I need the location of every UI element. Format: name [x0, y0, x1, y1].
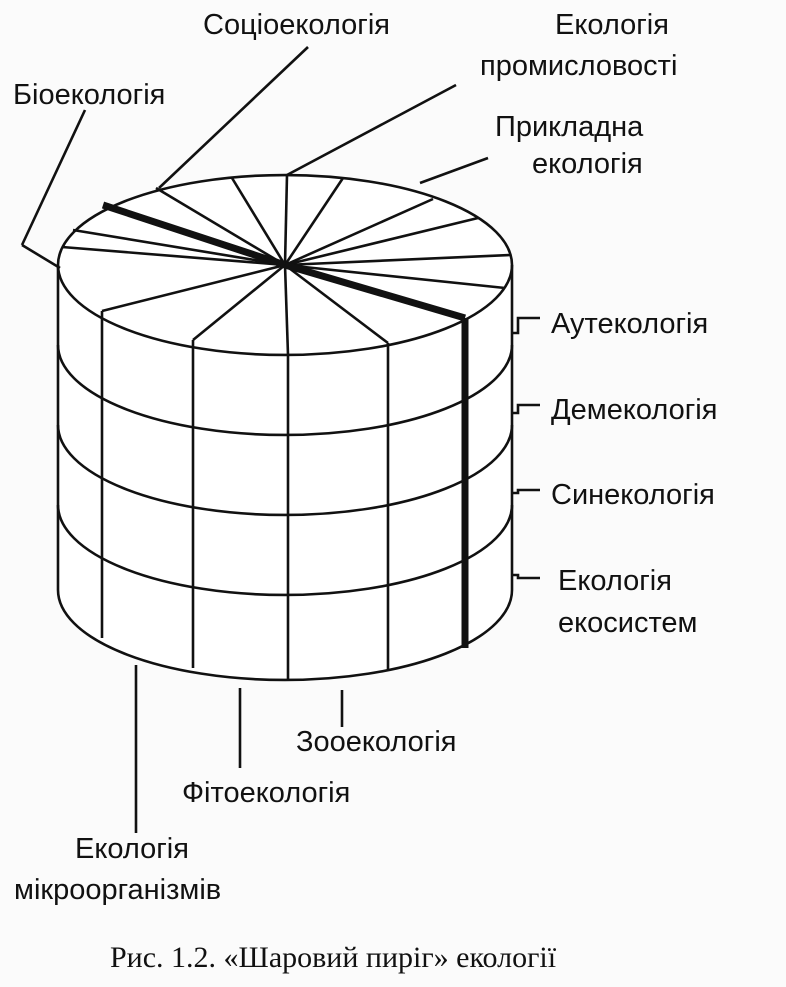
layer-ring-ecosystems: [56, 504, 514, 597]
label-applied-ecology-line1: Прикладна: [495, 111, 644, 143]
layer-ring-demecology: [56, 344, 514, 437]
label-demecology: Демекологія: [551, 394, 717, 426]
label-bioecology: Біоекологія: [13, 79, 165, 111]
label-industrial-ecology-line2: промисловості: [480, 50, 677, 82]
figure-caption: Рис. 1.2. «Шаровий пиріг» екології: [110, 941, 557, 974]
label-socioecology: Соціоекологія: [203, 9, 390, 41]
label-industrial-ecology-line1: Екологія: [555, 9, 669, 41]
label-phytoecology: Фітоекологія: [182, 777, 350, 809]
side-leader-lines: [512, 316, 540, 580]
label-ecosystem-ecology-line1: Екологія: [558, 565, 672, 597]
label-microbial-ecology-line1: Екологія: [75, 833, 189, 865]
top-leader-lines: [20, 46, 489, 270]
top-face-radii: [61, 174, 511, 356]
label-microbial-ecology-line2: мікроорганізмів: [14, 874, 221, 906]
label-zooecology: Зооекологія: [296, 726, 457, 758]
top-divider-applied: [284, 261, 466, 322]
cylinder-body: [58, 265, 512, 680]
cylinder-top-back-edge: [56, 173, 514, 266]
top-divider-bio: [101, 201, 287, 269]
label-synecology: Синекологія: [551, 479, 715, 511]
label-autecology: Аутекологія: [551, 308, 708, 340]
bottom-leader-lines: [134, 665, 344, 833]
cylinder-bottom-edge: [56, 589, 514, 682]
label-applied-ecology-line2: екологія: [532, 148, 643, 180]
layer-ring-autecology: [56, 264, 514, 357]
layer-ring-synecology: [56, 424, 514, 517]
label-ecosystem-ecology-line2: екосистем: [558, 607, 698, 639]
